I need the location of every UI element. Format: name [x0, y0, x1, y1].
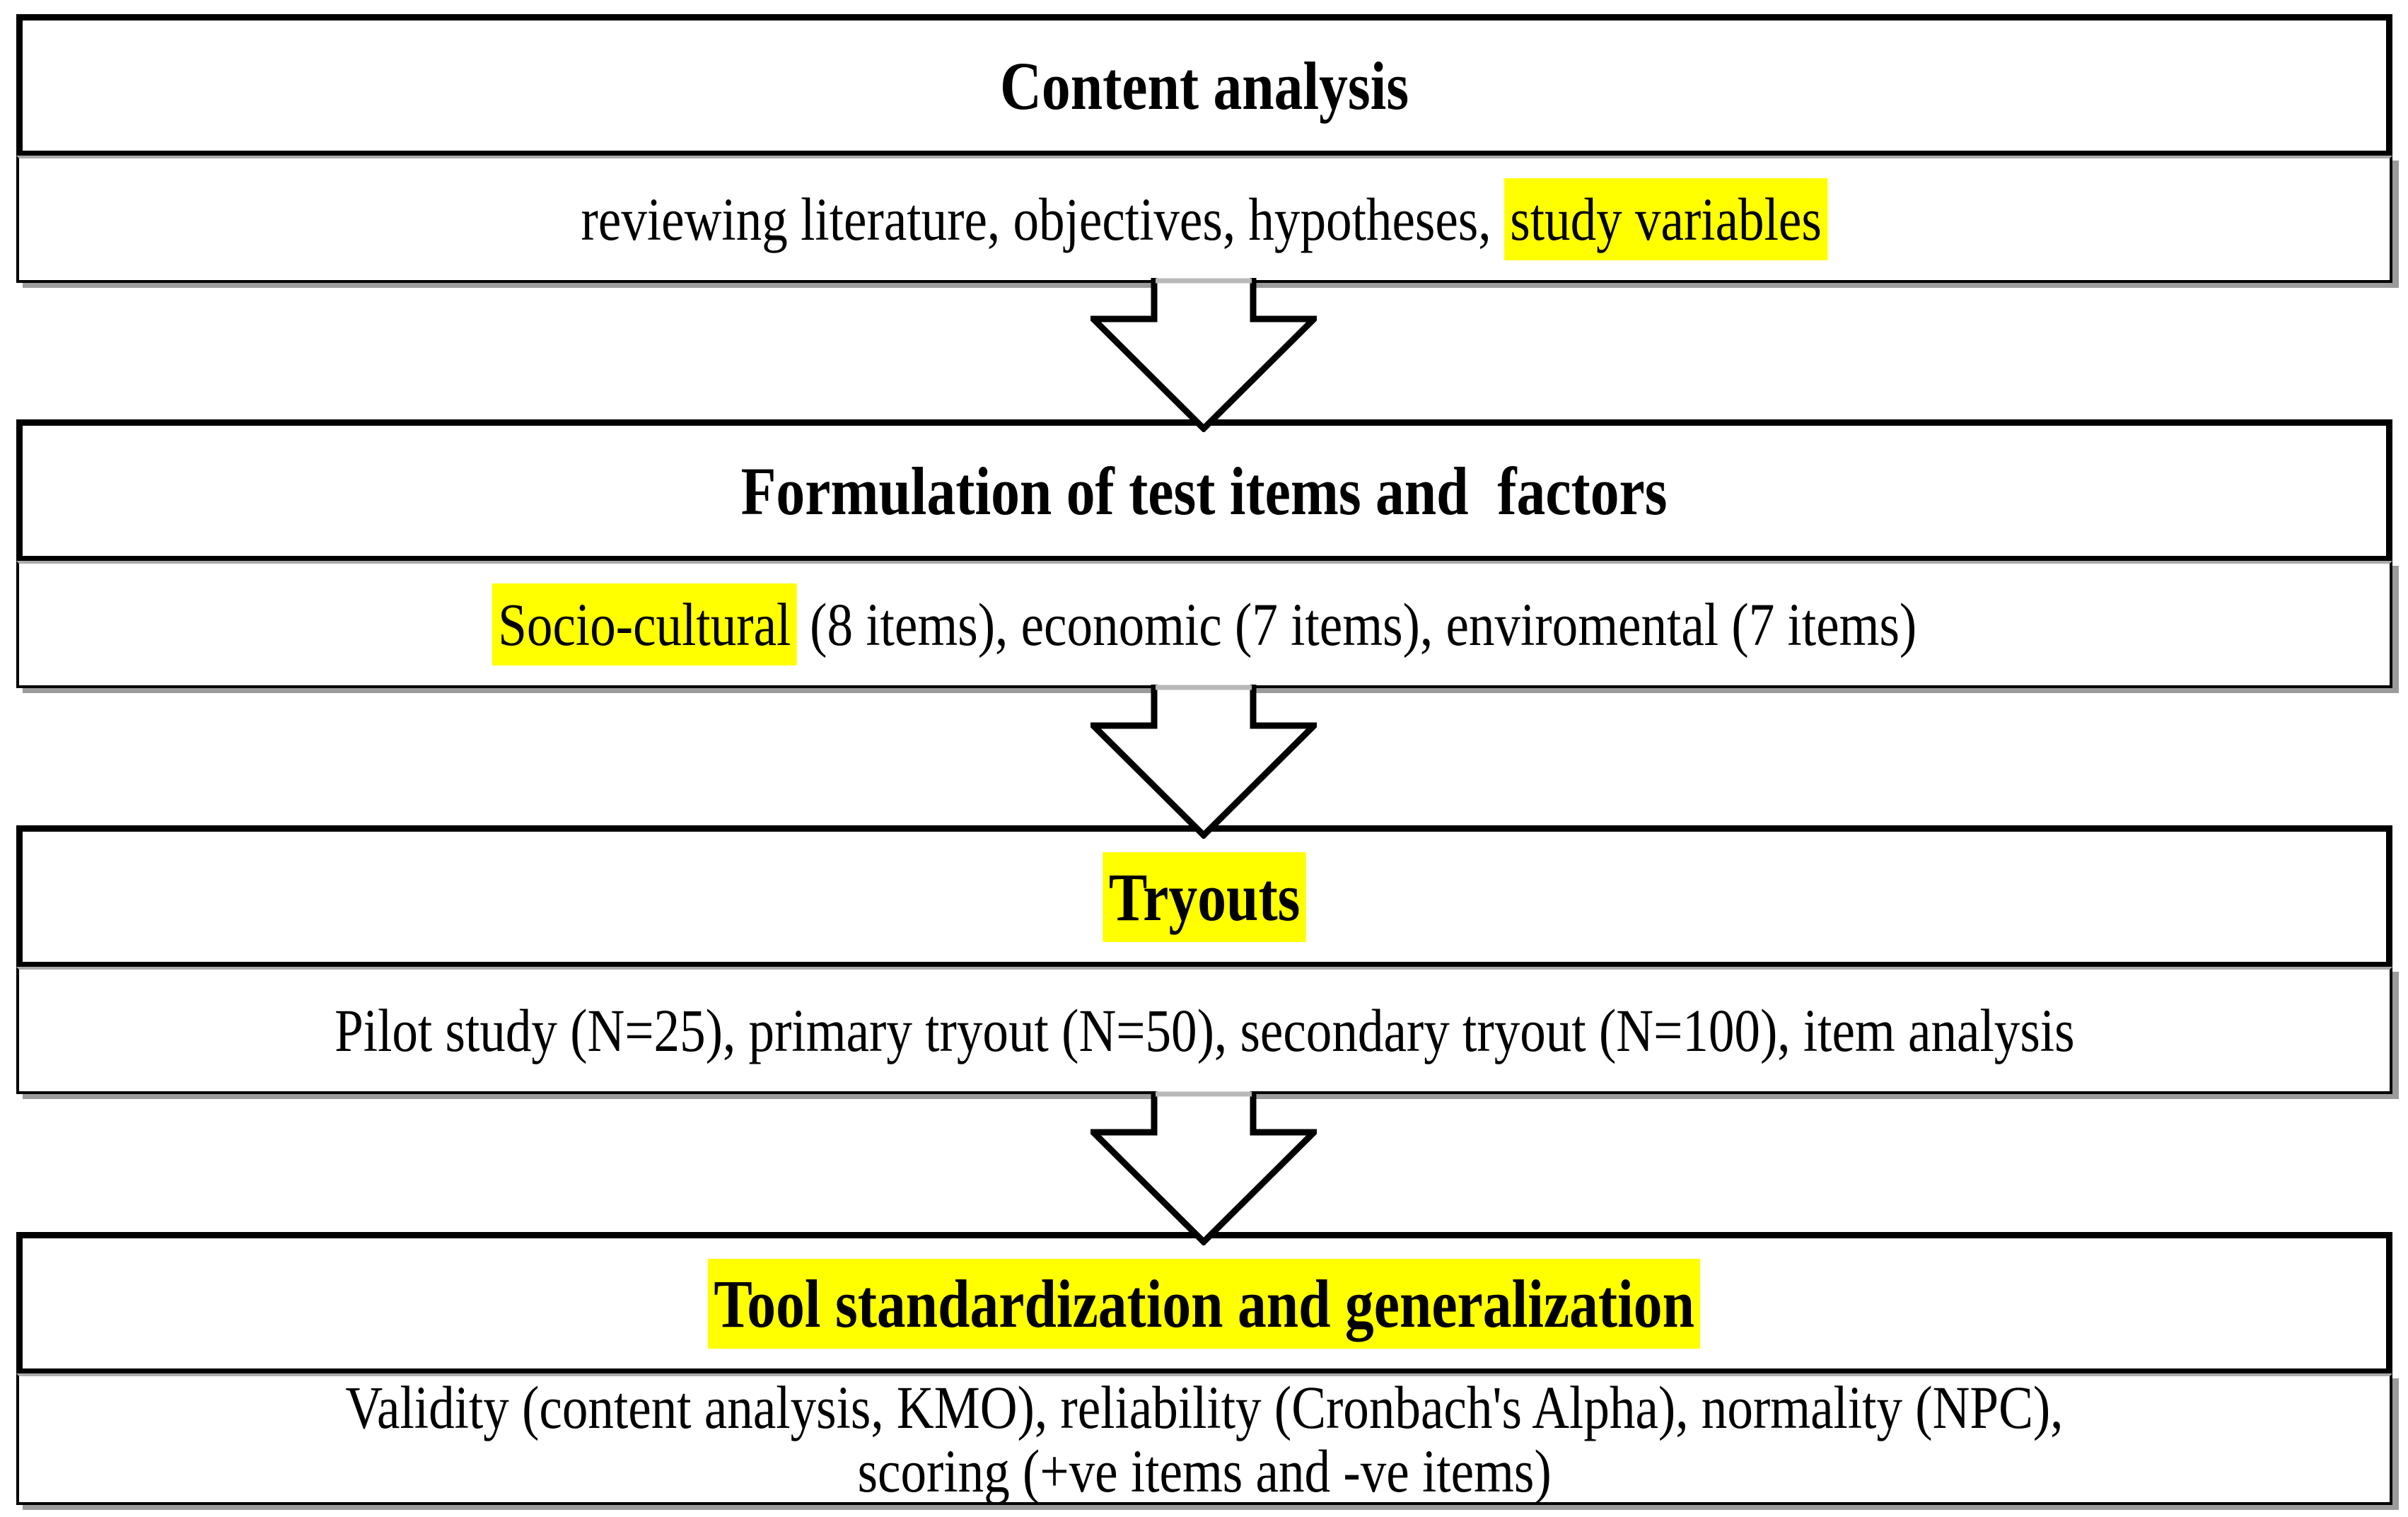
down-arrow-icon	[1090, 1091, 1317, 1245]
stage-body-text: Socio-cultural (8 items), economic (7 it…	[492, 583, 1917, 665]
stage-title-text: Tryouts	[1103, 852, 1306, 942]
stage-body-text: Pilot study (N=25), primary tryout (N=50…	[335, 995, 2074, 1066]
stage-body: Socio-cultural (8 items), economic (7 it…	[16, 561, 2392, 688]
stage-title: Tool standardization and generalization	[16, 1232, 2392, 1373]
text-segment: reviewing literature, objectives, hypoth…	[581, 185, 1504, 253]
highlighted-text: Tryouts	[1103, 852, 1306, 942]
down-arrow-icon	[1090, 685, 1317, 839]
text-segment: Pilot study (N=25), primary tryout (N=50…	[334, 996, 2075, 1064]
stage-body-text: scoring (+ve items and -ve items)	[857, 1439, 1551, 1503]
text-segment: Validity (content analysis, KMO), reliab…	[345, 1373, 2064, 1441]
text-segment: Content analysis	[999, 47, 1409, 124]
stage-title-text: Content analysis	[1000, 47, 1409, 125]
stage-body-text: reviewing literature, objectives, hypoth…	[581, 178, 1828, 260]
highlighted-text: Tool standardization and generalization	[708, 1258, 1701, 1349]
stage-formulation: Formulation of test items and factors So…	[16, 419, 2392, 688]
down-arrow-icon	[1090, 278, 1317, 432]
stage-title: Formulation of test items and factors	[16, 419, 2392, 561]
stage-title-text: Tool standardization and generalization	[708, 1258, 1701, 1349]
stage-title: Content analysis	[16, 14, 2392, 156]
text-segment: Formulation of test items and factors	[741, 453, 1668, 529]
text-segment: (8 items), economic (7 items), enviromen…	[796, 591, 1917, 658]
text-segment: scoring (+ve items and -ve items)	[857, 1437, 1552, 1505]
stage-body-text: Validity (content analysis, KMO), reliab…	[345, 1376, 2063, 1439]
stage-body: Pilot study (N=25), primary tryout (N=50…	[16, 967, 2392, 1094]
stage-body: reviewing literature, objectives, hypoth…	[16, 156, 2392, 283]
stage-tryouts: Tryouts Pilot study (N=25), primary tryo…	[16, 825, 2392, 1094]
stage-body: Validity (content analysis, KMO), reliab…	[16, 1373, 2392, 1505]
highlighted-text: study variables	[1503, 178, 1828, 260]
stage-standardization: Tool standardization and generalization …	[16, 1232, 2392, 1505]
highlighted-text: Socio-cultural	[492, 583, 797, 665]
stage-title-text: Formulation of test items and factors	[741, 452, 1668, 530]
stage-title: Tryouts	[16, 825, 2392, 967]
stage-content-analysis: Content analysis reviewing literature, o…	[16, 14, 2392, 283]
